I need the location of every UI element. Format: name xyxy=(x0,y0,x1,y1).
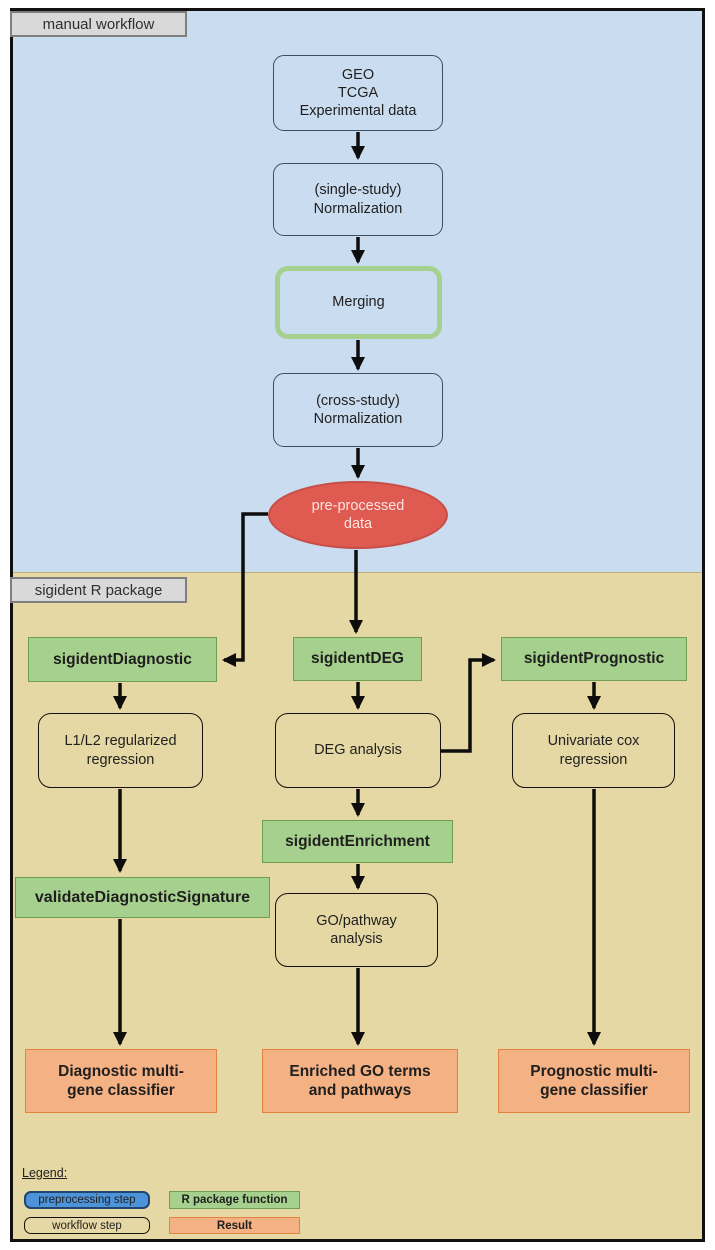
function-sigident-diagnostic: sigidentDiagnostic xyxy=(28,637,217,682)
node-l1l2-regression: L1/L2 regularized regression xyxy=(38,713,203,788)
legend-preprocessing-step: preprocessing step xyxy=(24,1191,150,1209)
node-source-data: GEO TCGA Experimental data xyxy=(273,55,443,131)
node-preprocessed-data: pre-processed data xyxy=(268,481,448,549)
result-enriched-go-terms: Enriched GO terms and pathways xyxy=(262,1049,458,1113)
legend-r-package-function: R package function xyxy=(169,1191,300,1209)
legend-title: Legend: xyxy=(22,1166,68,1180)
node-single-study-normalization: (single-study) Normalization xyxy=(273,163,443,236)
function-sigident-prognostic: sigidentPrognostic xyxy=(501,637,687,681)
function-validate-diagnostic-signature: validateDiagnosticSignature xyxy=(15,877,270,918)
legend-workflow-step: workflow step xyxy=(24,1217,150,1234)
result-diagnostic-classifier: Diagnostic multi- gene classifier xyxy=(25,1049,217,1113)
function-sigident-enrichment: sigidentEnrichment xyxy=(262,820,453,863)
function-sigident-deg: sigidentDEG xyxy=(293,637,422,681)
result-prognostic-classifier: Prognostic multi- gene classifier xyxy=(498,1049,690,1113)
node-merging: Merging xyxy=(275,266,442,339)
sigident-package-label: sigident R package xyxy=(10,577,187,603)
node-deg-analysis: DEG analysis xyxy=(275,713,441,788)
node-cross-study-normalization: (cross-study) Normalization xyxy=(273,373,443,447)
manual-workflow-label: manual workflow xyxy=(10,11,187,37)
node-go-pathway-analysis: GO/pathway analysis xyxy=(275,893,438,967)
legend-result: Result xyxy=(169,1217,300,1234)
node-univariate-cox-regression: Univariate cox regression xyxy=(512,713,675,788)
